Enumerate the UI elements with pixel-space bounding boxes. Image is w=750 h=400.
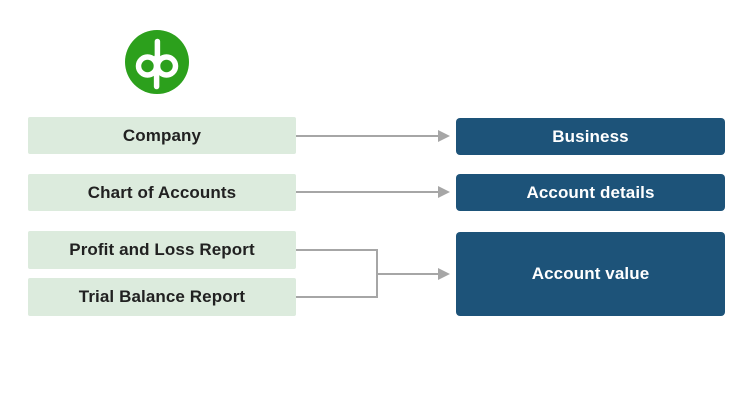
target-box-label: Account value xyxy=(531,264,650,283)
arrowhead-icon xyxy=(438,268,450,280)
source-box-chart-of-accounts: Chart of Accounts xyxy=(28,174,296,211)
connector-coa-to-account-details xyxy=(296,186,450,198)
source-box-trial-balance-report: Trial Balance Report xyxy=(28,278,296,316)
connector-reports-to-account-value xyxy=(296,249,450,298)
arrowhead-icon xyxy=(438,186,450,198)
source-box-profit-and-loss-report: Profit and Loss Report xyxy=(28,231,296,269)
connector-company-to-business xyxy=(296,130,450,142)
source-box-company: Company xyxy=(28,117,296,154)
target-box-label: Business xyxy=(552,126,629,146)
target-box-account-details: Account details xyxy=(456,174,725,211)
logo-letter-b-icon xyxy=(154,38,179,78)
quickbooks-logo xyxy=(125,30,189,94)
target-box-account-value: Account value xyxy=(456,232,725,316)
source-box-label: Chart of Accounts xyxy=(87,182,237,202)
source-box-label: Profit and Loss Report xyxy=(69,240,255,259)
source-box-label: Company xyxy=(122,125,202,145)
source-box-label: Trial Balance Report xyxy=(78,287,246,306)
target-box-label: Account details xyxy=(526,182,655,202)
arrowhead-icon xyxy=(438,130,450,142)
target-box-business: Business xyxy=(456,118,725,155)
